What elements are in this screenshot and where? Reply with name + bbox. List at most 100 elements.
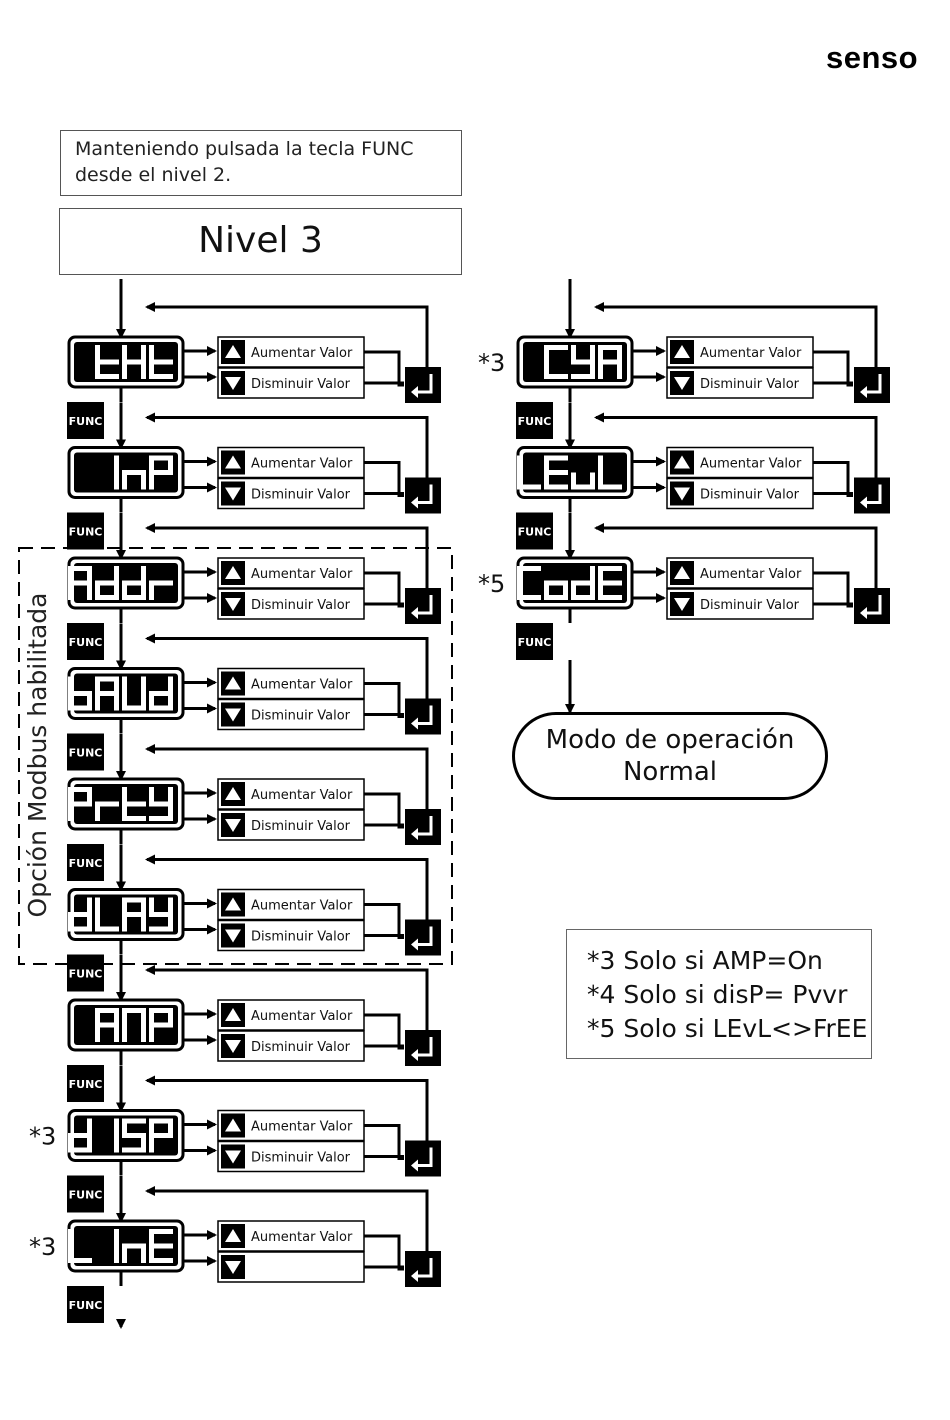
left-step-5-up-button: Aumentar Valor (217, 778, 365, 810)
left-step-3-display (67, 556, 185, 610)
right-step-2-down-button-label: Disminuir Valor (700, 488, 800, 503)
left-step-5-display-digit (95, 801, 119, 821)
left-step-4-display-digit (95, 676, 119, 711)
left-step-5-func-key-label: FUNC (69, 857, 103, 870)
left-step-6-func-key: FUNC (67, 954, 104, 992)
left-step-9-enter-key-head (411, 1270, 418, 1282)
left-step-8-to-enter (364, 1124, 404, 1160)
left-step-2-up-button-label: Aumentar Valor (251, 457, 353, 472)
left-step-9-up-button: Aumentar Valor (217, 1220, 365, 1252)
left-step-9-display-segment (149, 1229, 154, 1246)
right-step-3-display-segment (544, 595, 568, 600)
left-step-9-up-button-arrow (225, 1229, 241, 1242)
left-step-6-display-segment (122, 914, 127, 932)
left-step-1-display-segment (149, 374, 173, 379)
left-step-4-down-button-arrow (225, 708, 241, 722)
left-step-2-display-segment (149, 455, 173, 461)
left-step-4-display-segment (95, 676, 119, 682)
right-step-3-to-enter (813, 571, 853, 608)
left-step-9-func-key: FUNC (67, 1286, 104, 1323)
left-step-6-enter-key-stroke (415, 926, 433, 946)
left-step-1-display-segment (149, 362, 154, 379)
left-step-4-display-segment (95, 691, 119, 696)
left-step-5-display-segment (95, 801, 119, 807)
left-step-8-display-segment (68, 1135, 73, 1153)
left-step-6-display-segment (168, 914, 173, 932)
left-step-8-enter-key-stroke (415, 1147, 433, 1167)
left-step-2-down-button-arrow (225, 487, 241, 501)
left-step-1-display (67, 335, 185, 389)
left-step-5-func-key: FUNC (67, 844, 104, 881)
left-step-7-display-segment (95, 1008, 119, 1013)
right-step-3-display-segment (571, 583, 576, 600)
modbus-region-label: Opción Modbus habilitada (23, 592, 52, 918)
left-step-3-display-segment (95, 580, 119, 586)
left-step-9-display-segment (149, 1243, 173, 1249)
left-step-9-up-button-label: Aumentar Valor (251, 1230, 353, 1245)
left-step-3-loop-line (145, 523, 429, 606)
right-step-3-display-segment (598, 583, 603, 600)
left-step-3-enter-key-head (411, 607, 418, 619)
left-step-4-down-button-label: Disminuir Valor (251, 709, 351, 724)
left-step-3-display-digit (149, 580, 173, 600)
left-step-8-display-segment (168, 1118, 173, 1136)
left-step-3-to-enter (364, 571, 404, 608)
left-step-5-display-segment (68, 787, 73, 804)
left-step-8-loop-line (145, 1075, 429, 1159)
left-step-3-func-key-key (67, 623, 104, 660)
left-step-9-display-segment (114, 1229, 119, 1246)
left-step-5-display-segment (149, 787, 154, 804)
left-step-7-down-button-arrow (225, 1040, 241, 1053)
left-step-4-display-segment (141, 676, 146, 694)
right-step-2-display-segment (598, 484, 622, 490)
right-step-3-display-segment (571, 580, 595, 586)
right-step-3-display-segment (590, 566, 595, 583)
left-step-8-func-key-key (67, 1175, 104, 1213)
left-step-1-enter-key-key (405, 367, 441, 403)
right-step-3-note: *5 (478, 570, 505, 598)
left-step-6-display (67, 888, 185, 941)
left-step-9-display-segment (68, 1229, 73, 1246)
left-step-4-enter-key-key (405, 698, 441, 735)
left-step-5-enter-key-head (411, 828, 418, 840)
left-step-7-display-segment (149, 1008, 173, 1013)
left-step-4-func-key-key (67, 733, 104, 771)
left-step-6-to-enter (364, 903, 404, 939)
left-step-1-display-segment (149, 345, 154, 362)
left-step-6-display-segment (68, 914, 73, 932)
left-step-4-display (67, 667, 185, 720)
left-step-5-display-segment (149, 801, 173, 807)
left-step-2-enter-key-stroke (415, 484, 433, 504)
left-step-6-display-segment (122, 897, 146, 903)
right-step-1-func-key-key (516, 402, 553, 439)
left-step-5-down-button-label: Disminuir Valor (251, 819, 351, 834)
right-step-3-display-segment (598, 595, 622, 600)
left-step-2-loop-line (145, 412, 429, 496)
right-step-3-display-digit (544, 580, 568, 600)
left-step-2-down-button: Disminuir Valor (217, 477, 365, 510)
right-step-3-enter-key-stroke (864, 595, 882, 615)
left-step-1-display-segment (141, 362, 146, 379)
left-step-9-display-segment (141, 1246, 146, 1263)
left-step-6-func-key-label: FUNC (69, 968, 103, 981)
left-step-9-display-segment (68, 1258, 92, 1263)
left-step-7-display-segment (95, 1022, 119, 1028)
left-step-5-display-digit (68, 787, 92, 821)
left-step-6-down-button-arrow (225, 929, 241, 943)
right-step-2-loop-line (594, 412, 878, 496)
left-step-6-func-key-key (67, 954, 104, 992)
left-step-8-display-digit (114, 1118, 119, 1153)
left-step-4-display-segment (168, 676, 173, 694)
left-step-2-up-button: Aumentar Valor (217, 446, 365, 479)
left-step-8-display-segment (87, 1118, 92, 1136)
left-step-4-display-segment (122, 693, 127, 711)
left-step-7-display-segment (149, 1008, 154, 1025)
left-step-6-display-segment (149, 897, 154, 915)
left-step-5-display-segment (149, 816, 173, 821)
right-step-1-up-button-label: Aumentar Valor (700, 346, 802, 361)
right-step-3-display-segment (571, 595, 595, 600)
footnote-1: *3 Solo si AMP=On (587, 946, 823, 975)
footnote-2: *4 Solo si disP= Pvvr (587, 980, 848, 1009)
right-step-2-enter-key-key (854, 477, 890, 514)
left-step-3-up-button-label: Aumentar Valor (251, 567, 353, 582)
